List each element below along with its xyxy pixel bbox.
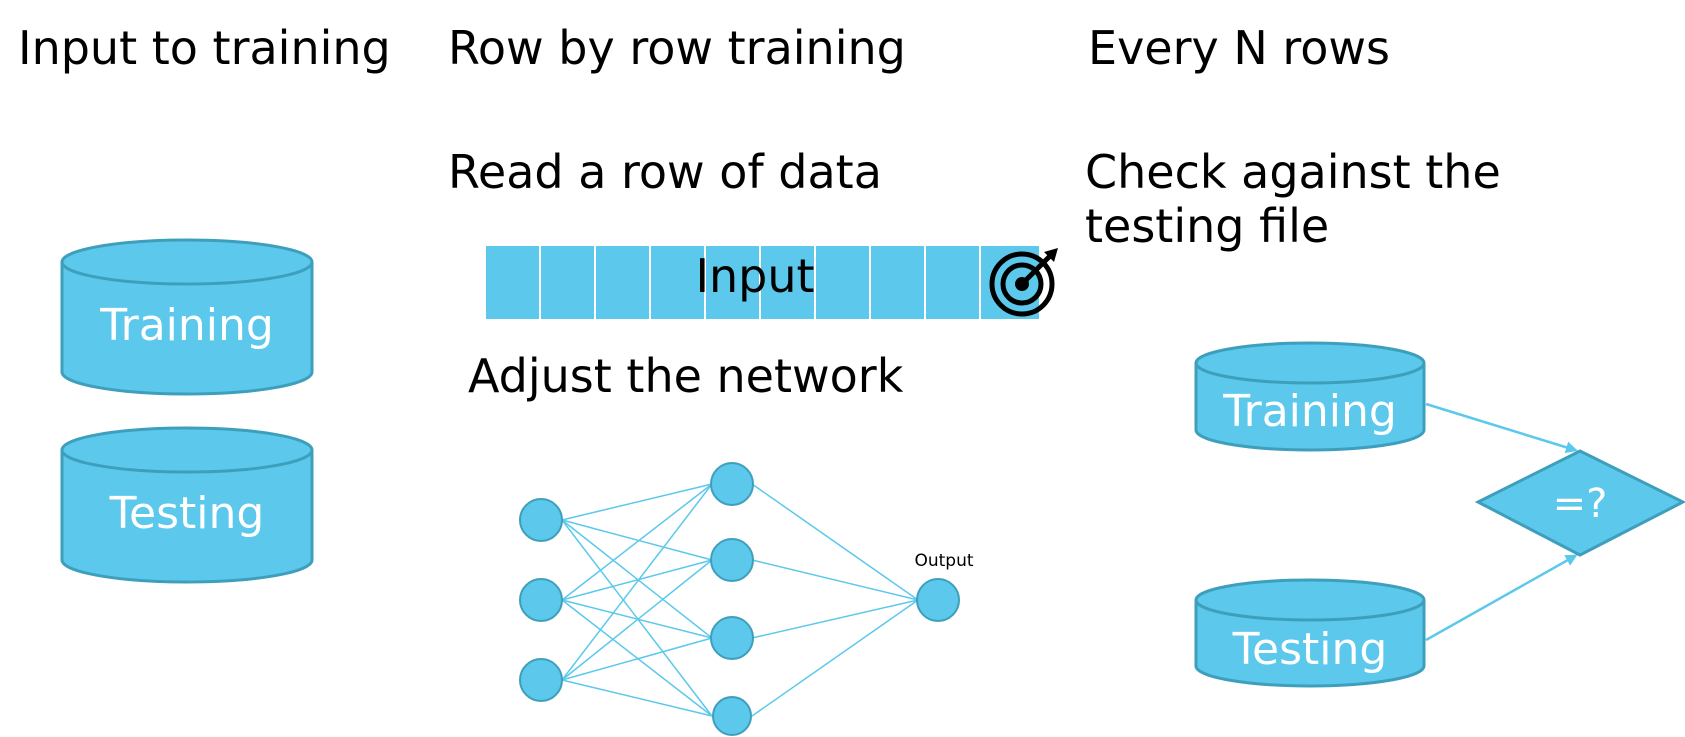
input-row-bar: Input [484,244,1041,321]
input-node [519,498,563,542]
output-label: Output [914,551,973,571]
step-read-row: Read a row of data [448,145,882,199]
check-training-database-icon: Training [1194,341,1426,452]
hidden-node [710,462,754,506]
input-node [519,578,563,622]
testing-database-icon: Testing [60,426,314,584]
input-bar-label: Input [695,249,814,303]
output-node [916,578,960,622]
network-edges [561,483,919,717]
hidden-node [712,696,752,736]
neural-network-diagram: Output [519,462,974,736]
check-testing-database-icon: Testing [1194,578,1426,688]
heading-row-by-row-training: Row by row training [448,21,906,75]
training-database-icon: Training [60,238,314,396]
step-check-testing-line1: Check against the [1085,145,1501,199]
training-database-label: Training [99,300,274,351]
training-to-compare-arrow [1425,402,1578,454]
hidden-node [710,538,754,582]
step-check-testing-line2: testing file [1085,199,1330,253]
check-training-label: Training [1222,386,1397,437]
heading-every-n-rows: Every N rows [1088,21,1391,75]
step-adjust-network: Adjust the network [468,349,904,403]
compare-decision-diamond: =? [1474,449,1685,557]
target-icon [989,248,1058,317]
testing-to-compare-arrow [1425,554,1578,642]
check-testing-label: Testing [1232,624,1388,675]
input-node [519,658,563,702]
compare-label: =? [1553,481,1608,527]
hidden-node [710,616,754,660]
testing-database-label: Testing [109,488,265,539]
heading-input-to-training: Input to training [18,21,391,75]
